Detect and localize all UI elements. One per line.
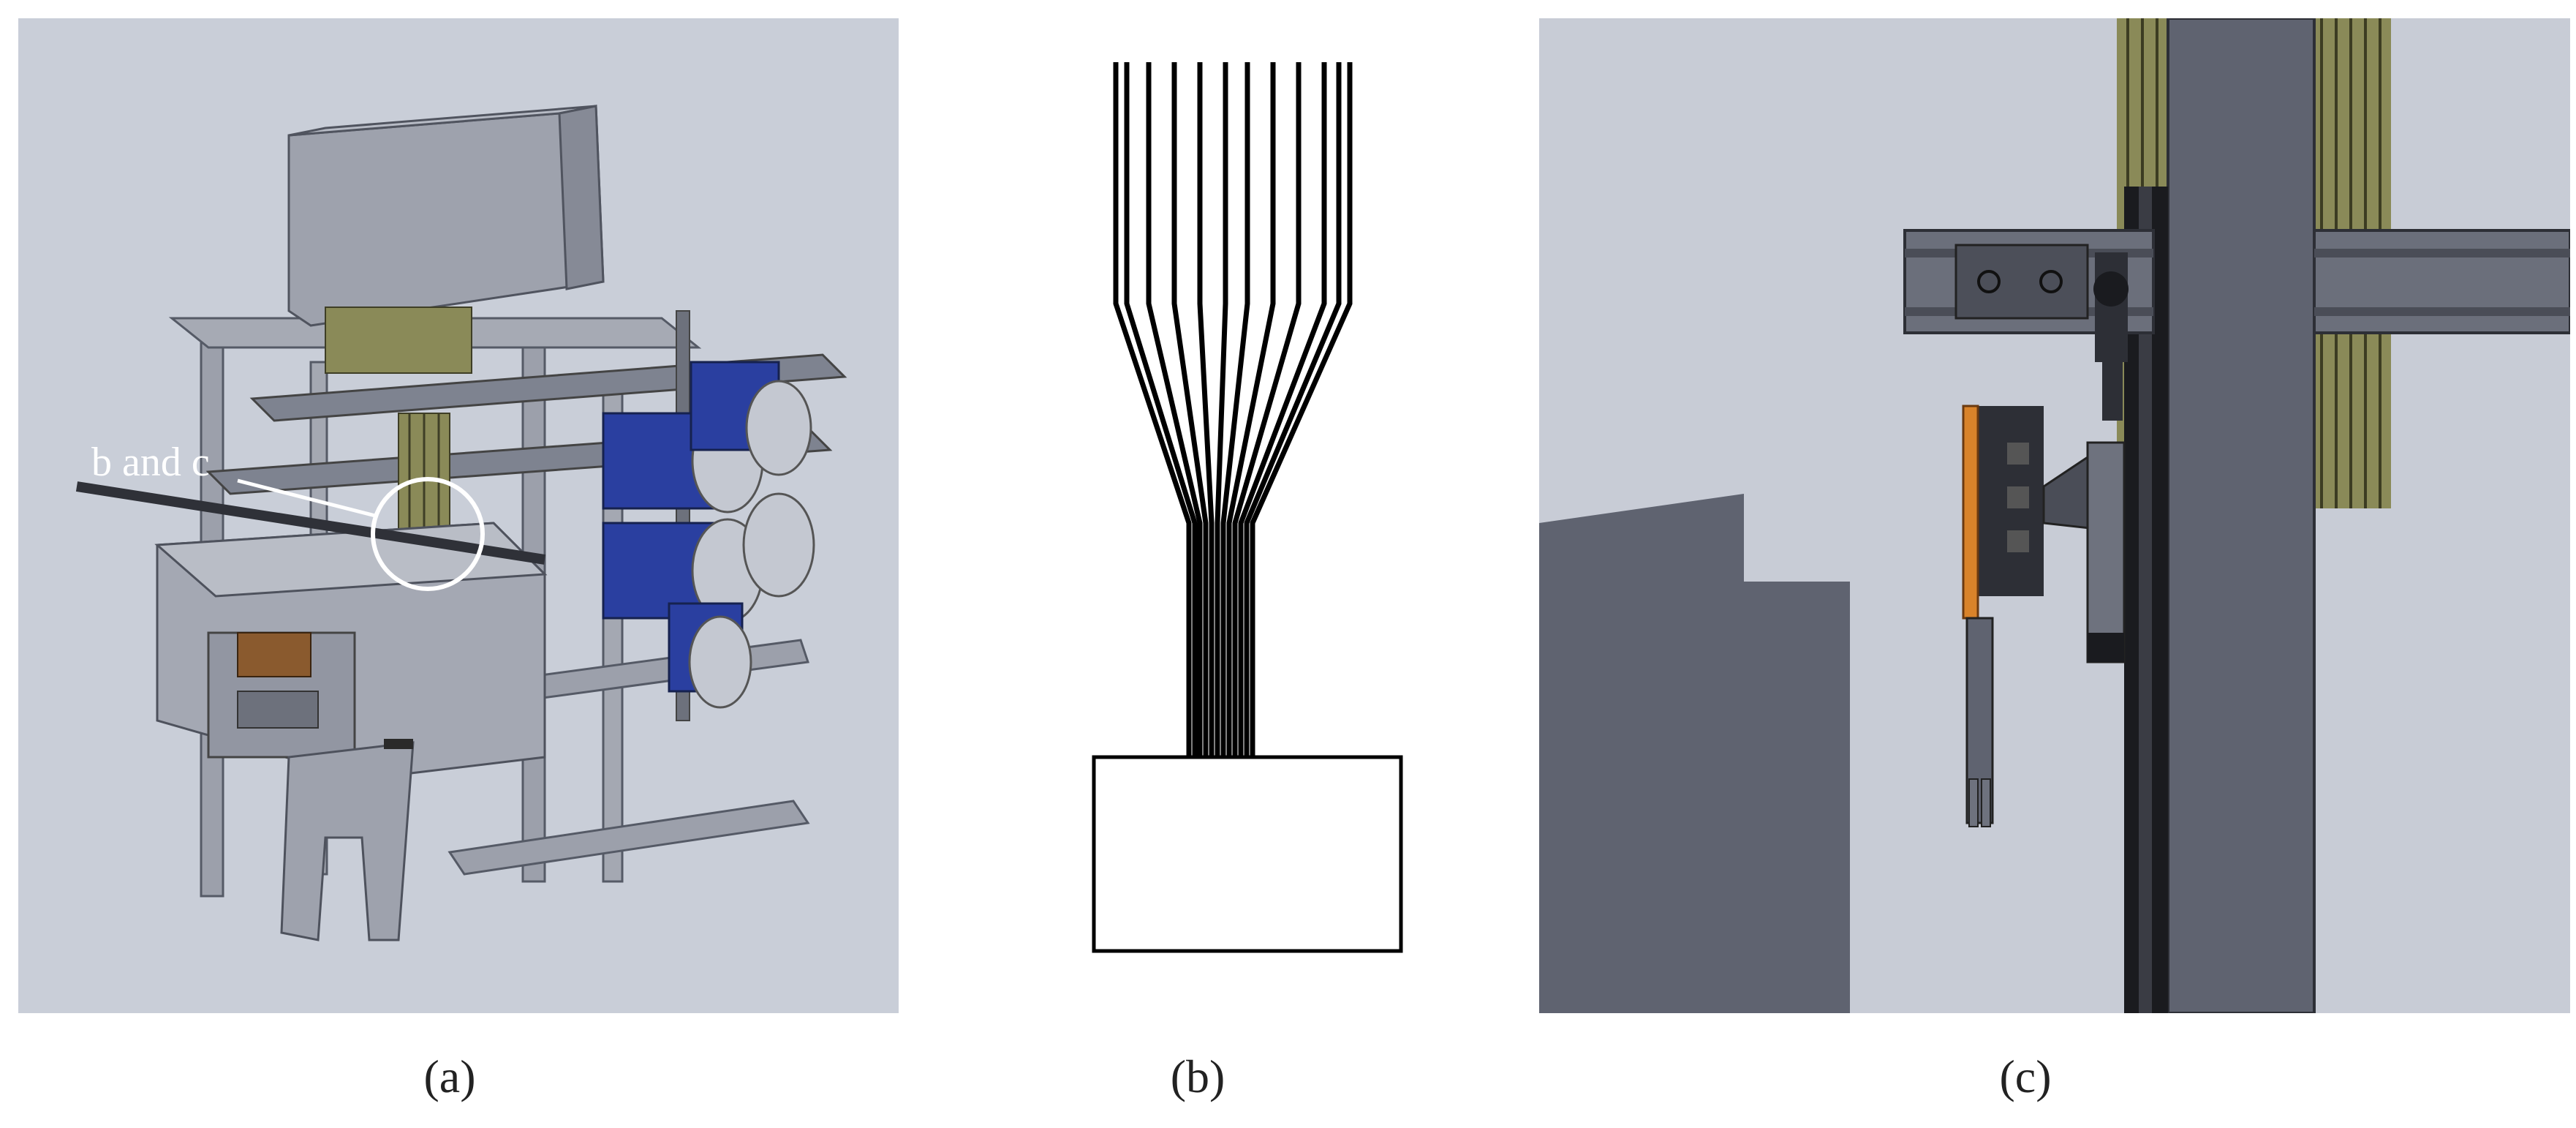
callout-leader-line [237, 478, 376, 518]
yarn-convergence-diagram [1092, 62, 1403, 953]
yarn-lines [1113, 62, 1353, 757]
callout-label: b and c [91, 440, 210, 485]
panel-a-machine-view: b and c [18, 18, 899, 1013]
spools [602, 361, 815, 709]
mechanism-illustration [1539, 18, 2570, 1013]
callout: b and c [91, 440, 485, 591]
collector-box [1092, 755, 1403, 953]
main-post [2167, 18, 2316, 1013]
horizontal-extrusion [1903, 229, 2570, 421]
callout-circle [371, 477, 485, 591]
caption-b: (b) [1170, 1050, 1225, 1102]
machine-illustration: b and c [75, 105, 847, 941]
frame [168, 310, 847, 898]
carriage [1962, 405, 2126, 827]
head-box [287, 105, 605, 374]
caption-a: (a) [423, 1050, 476, 1102]
foreground-block [1539, 494, 1850, 1013]
beam-rod [75, 481, 546, 565]
caption-c: (c) [1999, 1050, 2052, 1102]
panel-b-yarn-schematic [999, 18, 1555, 1013]
panel-c-mechanism-closeup [1539, 18, 2570, 1013]
